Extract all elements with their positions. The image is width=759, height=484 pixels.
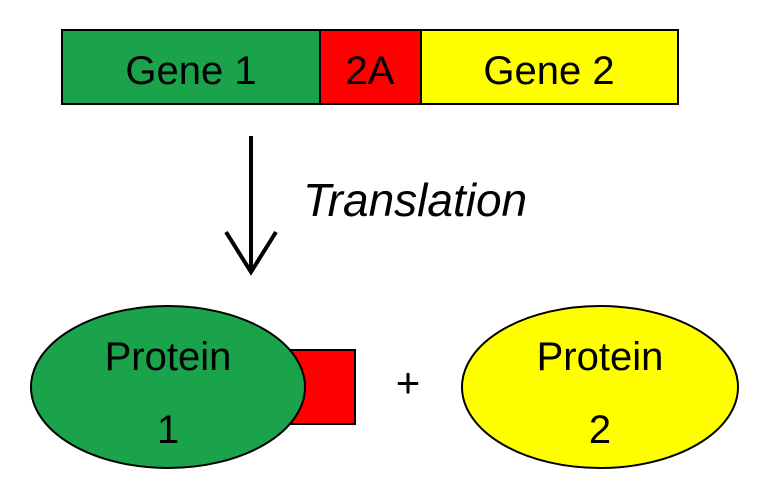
2a-label: 2A xyxy=(346,49,395,93)
protein-2-label-line1: Protein xyxy=(537,335,664,379)
protein-1-group: Protein 1 xyxy=(30,305,356,469)
gene-1-label: Gene 1 xyxy=(125,49,256,93)
gene-construct: Gene 1 2A Gene 2 xyxy=(61,29,679,105)
2a-segment xyxy=(319,29,422,105)
gene-1-segment xyxy=(61,29,321,105)
protein-1-label-line2: 1 xyxy=(157,408,179,452)
protein-1-label-line1: Protein xyxy=(105,335,232,379)
protein-2-group: Protein 2 xyxy=(461,305,739,469)
arrow-head-icon xyxy=(224,230,278,276)
translation-label: Translation xyxy=(303,174,527,226)
protein-2-ellipse xyxy=(461,305,739,469)
protein-2-label-line2: 2 xyxy=(589,408,611,452)
plus-sign: + xyxy=(396,359,421,406)
gene-2-label: Gene 2 xyxy=(483,49,614,93)
protein-1-ellipse xyxy=(30,305,306,469)
gene-2-segment xyxy=(420,29,679,105)
translation-arrow: Translation xyxy=(224,136,527,276)
